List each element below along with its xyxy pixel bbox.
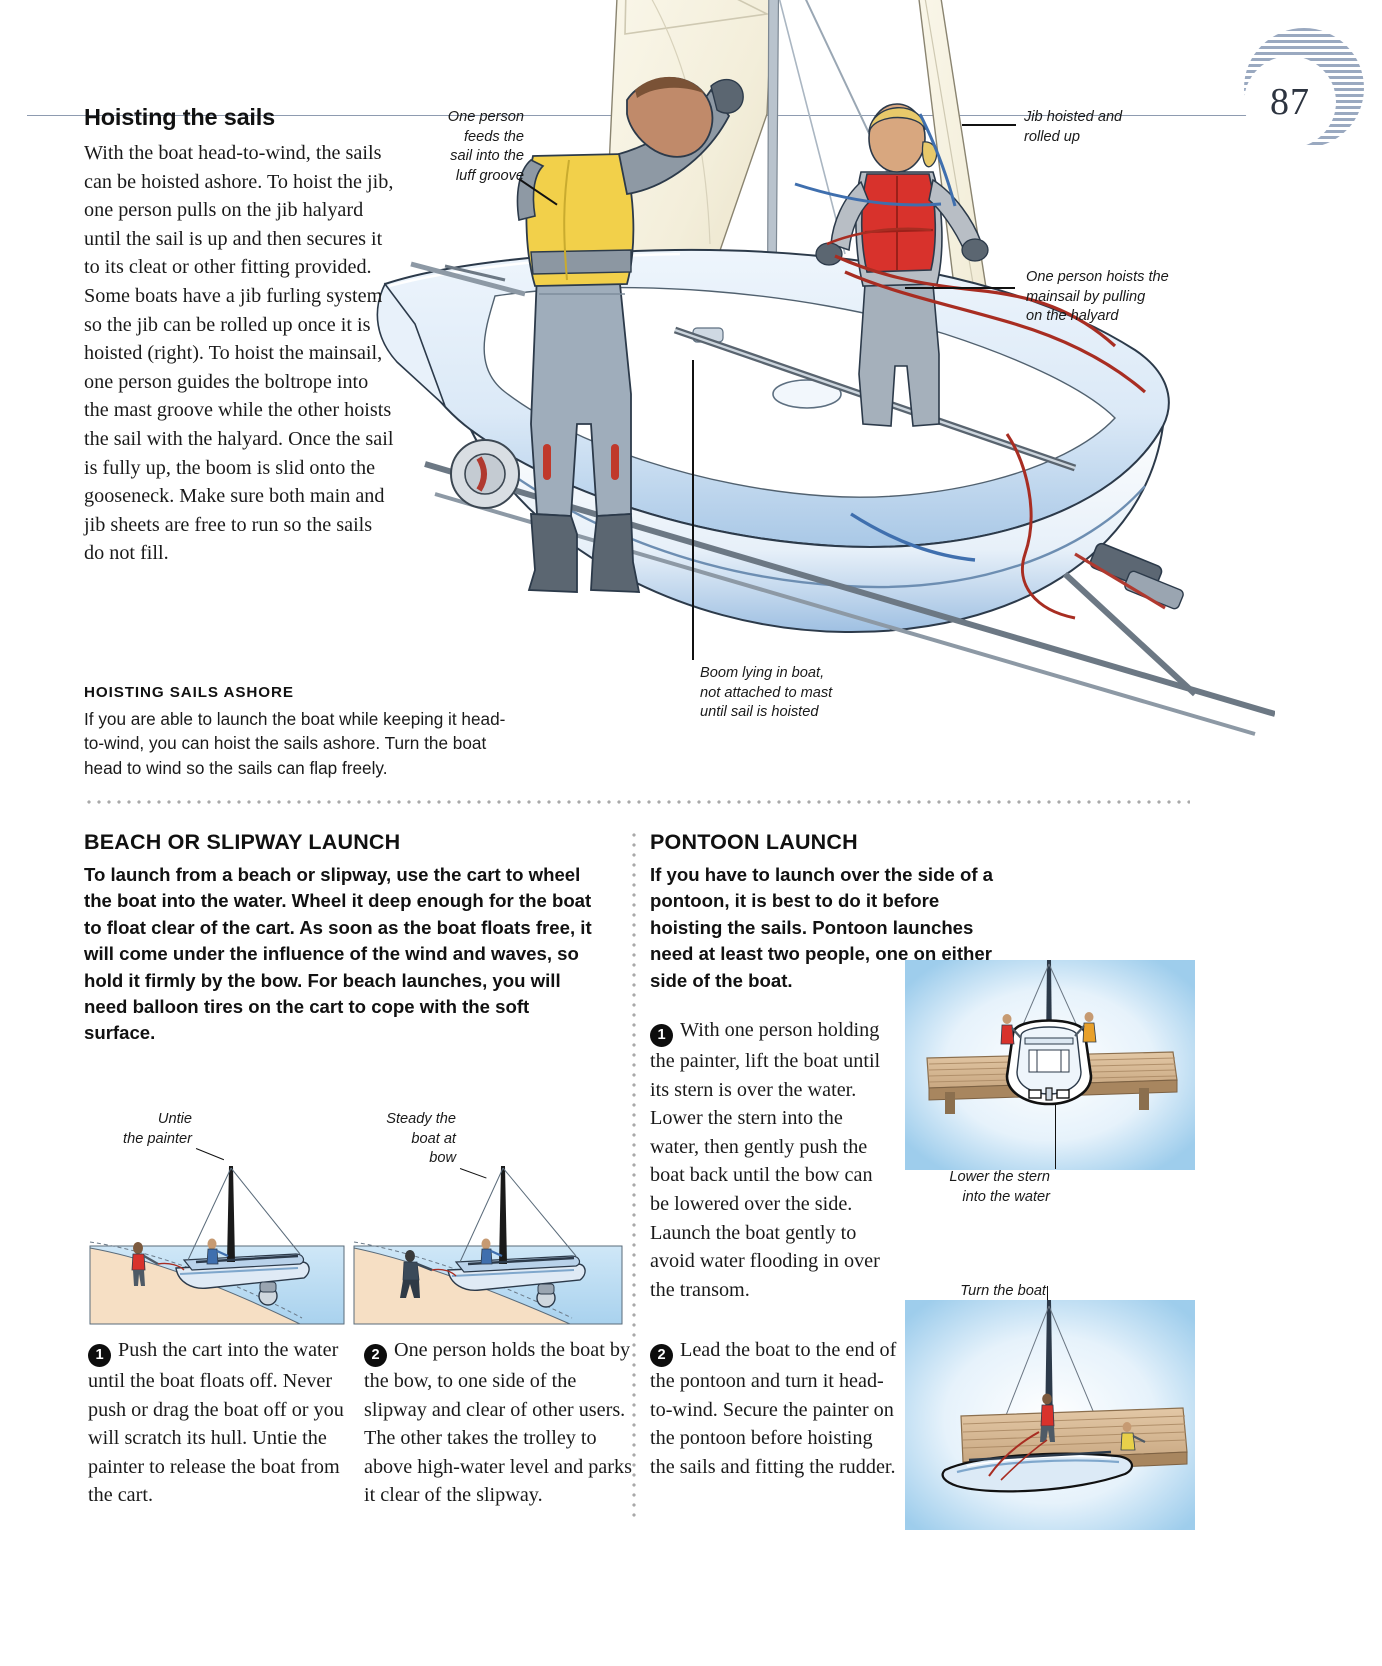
pontoon-step-2-body: Lead the boat to the end of the pontoon … xyxy=(650,1339,897,1478)
step-number-badge-2: 2 xyxy=(650,1344,673,1367)
caption-jib-rolled: Jib hoisted and rolled up xyxy=(1024,109,1123,145)
caption-steady-the-boat: Steady the boat at bow xyxy=(386,1111,456,1166)
hero-illustration-hoisting-sails xyxy=(375,0,1276,754)
page-number: 87 xyxy=(1270,81,1310,123)
horizontal-dotted-divider xyxy=(84,800,1190,804)
beach-step-2-body: One person holds the boat by the bow, to… xyxy=(364,1339,632,1507)
folio-inner-disc: 87 xyxy=(1244,56,1336,148)
pontoon-launch-illustration-step-1 xyxy=(905,960,1195,1170)
hoisting-sails-ashore-paragraph: If you are able to launch the boat while… xyxy=(84,709,506,778)
section-heading-hoisting-the-sails: Hoisting the sails xyxy=(84,104,275,130)
caption-mainsail-hoist: One person hoists the mainsail by pullin… xyxy=(1026,269,1169,324)
pontoon-launch-intro: If you have to launch over the side of a… xyxy=(650,864,994,991)
step-number-badge-2: 2 xyxy=(364,1344,387,1367)
step-number-badge-1: 1 xyxy=(650,1024,673,1047)
beach-launch-illustration-step-2 xyxy=(352,1150,624,1326)
leader-mainsail xyxy=(905,287,1015,289)
vertical-dotted-divider xyxy=(632,830,636,1520)
section-heading-beach-launch: BEACH OR SLIPWAY LAUNCH xyxy=(84,830,401,854)
beach-launch-intro: To launch from a beach or slipway, use t… xyxy=(84,864,592,1044)
hoisting-the-sails-section: Hoisting the sails With the boat head-to… xyxy=(84,104,396,568)
pontoon-step-1-body: With one person holding the painter, lif… xyxy=(650,1019,881,1301)
hoisting-the-sails-paragraph: With the boat head-to-wind, the sails ca… xyxy=(84,142,394,565)
step-number-badge-1: 1 xyxy=(88,1344,111,1367)
caption-boom: Boom lying in boat, not attached to mast… xyxy=(700,665,833,720)
pontoon-launch-section: PONTOON LAUNCH If you have to launch ove… xyxy=(650,830,998,994)
beach-or-slipway-launch-section: BEACH OR SLIPWAY LAUNCH To launch from a… xyxy=(84,830,596,1047)
leader-jib-rolled xyxy=(962,124,1016,126)
leader-lower-the-stern xyxy=(1055,1103,1057,1169)
pontoon-launch-illustration-step-2 xyxy=(905,1300,1195,1530)
caption-luff-groove: One person feeds the sail into the luff … xyxy=(447,109,524,184)
caption-untie-the-painter: Untie the painter xyxy=(123,1111,192,1147)
page-folio: 87 xyxy=(27,18,1382,168)
caption-lower-the-stern: Lower the stern into the water xyxy=(949,1169,1050,1205)
subheading-hoisting-sails-ashore: HOISTING SAILS ASHORE xyxy=(84,684,294,701)
beach-step-1-body: Push the cart into the water until the b… xyxy=(88,1339,344,1507)
leader-boom xyxy=(692,360,694,660)
beach-launch-illustration-step-1 xyxy=(88,1150,346,1326)
section-heading-pontoon-launch: PONTOON LAUNCH xyxy=(650,830,858,854)
hoisting-sails-ashore-section: HOISTING SAILS ASHORE If you are able to… xyxy=(84,684,514,780)
